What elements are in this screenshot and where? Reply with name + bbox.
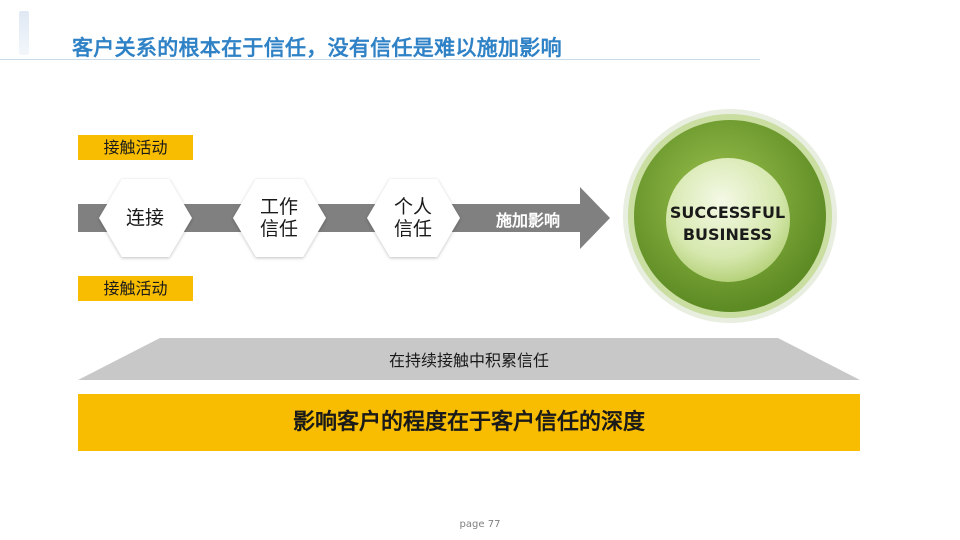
stage-hexagon-connect [99,179,192,257]
foundation-label: 在持续接触中积累信任 [388,351,549,370]
stage-label-connect: 连接 [100,207,190,229]
stage-label-personal-trust: 个人 信任 [368,196,458,240]
foundation-trapezoid [78,338,860,380]
contact-activity-tag-top: 接触活动 [78,135,193,160]
conclusion-banner: 影响客户的程度在于客户信任的深度 [78,394,860,451]
arrow-label-influence: 施加影响 [496,211,561,230]
page-number: page 77 [459,519,501,530]
stage-label-line: 信任 [259,218,298,240]
stage-label-line: 个人 [393,196,432,218]
stage-label-line: 信任 [393,218,432,240]
goal-text: SUCCESSFUL BUSINESS [660,202,795,246]
flow-arrow [78,187,610,249]
goal-circle-inner [666,158,790,282]
stage-label-work-trust: 工作 信任 [234,196,324,240]
accent-bar [19,11,29,55]
stage-hexagon-personal-trust [367,179,460,257]
title-divider [0,59,760,60]
slide-title: 客户关系的根本在于信任，没有信任是难以施加影响 [72,36,562,60]
goal-text-line2: BUSINESS [682,225,773,244]
contact-activity-tag-bottom: 接触活动 [78,276,193,301]
stage-label-line: 连接 [125,207,164,229]
goal-text-line1: SUCCESSFUL [669,203,786,222]
stage-hexagon-work-trust [233,179,326,257]
stage-label-line: 工作 [259,196,298,218]
